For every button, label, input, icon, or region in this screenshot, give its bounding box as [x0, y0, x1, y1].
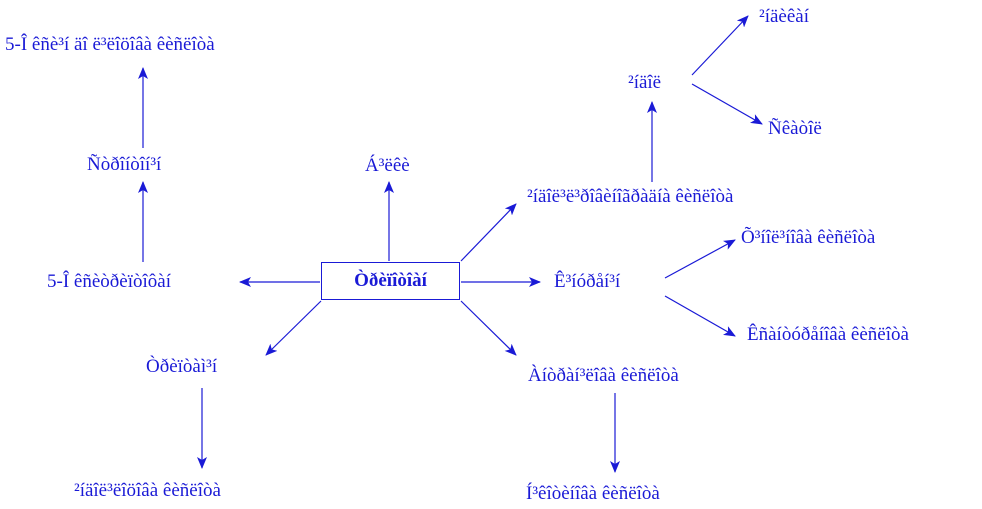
node-proteins: Á³ëêè: [365, 155, 410, 176]
arrow-center-to-indolylpyruvic: [460, 203, 517, 262]
node-serotonin: Ñòðîíòîí³í: [87, 154, 162, 175]
arrow-kynurenine-to-xanthurenic: [664, 239, 736, 279]
arrow-indole-to-skatole: [691, 83, 763, 125]
node-indolylpyruvic-acid: ²íäîë³ë³ðîâèíîãðàäíà êèñëîòà: [527, 186, 734, 207]
node-kynurenic-acid: Êñàíòóðåíîâà êèñëîòà: [747, 324, 909, 345]
node-xanthurenic-acid: Õ³íîë³íîâà êèñëîòà: [741, 227, 876, 248]
node-5-hydroxyindoleacetic-acid: 5-Î êñè³í äî ë³ëîöîâà êèñëîòà: [5, 34, 215, 55]
center-node-label: Òðèïîòîàí: [354, 270, 427, 291]
node-skatole: Ñêàòîë: [768, 118, 822, 139]
node-indican: ²íäèêàí: [759, 6, 809, 27]
center-node-tryptophan: Òðèïîòîàí: [321, 262, 460, 300]
node-nicotinic-acid: Í³êîòèíîâà êèñëîòà: [526, 483, 660, 504]
node-tryptamine: Òðèïòàì³í: [146, 356, 218, 377]
node-5-hydroxytryptophan: 5-Î êñèòðèïòîôàí: [47, 271, 171, 292]
arrow-center-to-anthranilic: [460, 300, 517, 356]
arrow-center-to-tryptamine: [265, 300, 322, 356]
node-anthranilic-acid: Àíòðàí³ëîâà êèñëîòà: [528, 365, 679, 386]
node-kynurenine: Ê³íóðåí³í: [554, 271, 621, 292]
arrow-kynurenine-to-kynurenic: [664, 295, 736, 337]
node-indoleacetic-acid: ²íäîë³ëîöîâà êèñëîòà: [74, 480, 221, 501]
node-indole: ²íäîë: [628, 72, 662, 93]
arrow-indole-to-indican: [691, 15, 749, 76]
